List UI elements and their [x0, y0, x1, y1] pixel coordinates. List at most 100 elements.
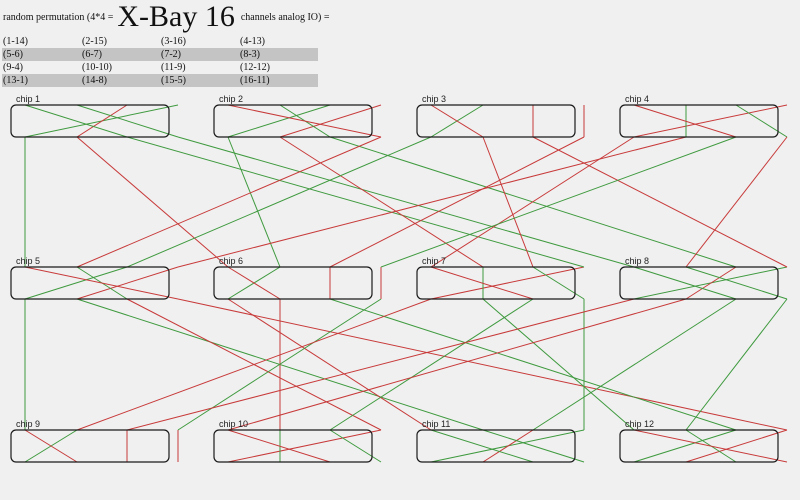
wire — [685, 298, 788, 431]
chip-box — [213, 266, 373, 300]
wire — [126, 298, 635, 431]
chip-label: chip 2 — [219, 94, 243, 104]
table-cell: (11-9) — [161, 62, 186, 73]
wire — [76, 266, 179, 300]
wire — [177, 136, 635, 268]
wire — [76, 104, 128, 138]
wire — [685, 266, 788, 300]
header: random permutation (4*4 =X-Bay 16 channel… — [3, 0, 330, 36]
wire — [227, 298, 432, 431]
table-cell: (4-13) — [240, 36, 265, 47]
table-cell: (1-14) — [3, 36, 28, 47]
wire — [177, 136, 687, 268]
wire — [24, 266, 179, 300]
chip-label: chip 5 — [16, 256, 40, 266]
wire — [482, 429, 585, 463]
chip-box — [416, 104, 576, 138]
wire — [329, 298, 534, 431]
wire — [735, 104, 788, 138]
chip-label: chip 4 — [625, 94, 649, 104]
table-row: (13-1) (14-8) (15-5) (16-11) — [2, 74, 318, 87]
chip-label: chip 6 — [219, 256, 243, 266]
wire — [430, 266, 534, 300]
table-row: (1-14) (2-15) (3-16) (4-13) — [2, 35, 318, 48]
wire — [532, 298, 737, 431]
wire — [329, 429, 382, 463]
chip-box — [619, 104, 779, 138]
wire — [329, 298, 737, 431]
page-title: X-Bay 16 — [117, 0, 235, 33]
table-cell: (2-15) — [82, 36, 107, 47]
wire — [482, 429, 534, 463]
wire — [685, 429, 788, 463]
wire — [227, 429, 331, 463]
table-cell: (13-1) — [2, 74, 81, 87]
chip-box — [213, 104, 373, 138]
permutation-table: (1-14) (2-15) (3-16) (4-13) (5-6) (6-7) … — [2, 35, 318, 87]
wire — [430, 136, 635, 268]
wire — [227, 429, 382, 463]
table-cell: (15-5) — [160, 74, 239, 87]
wire — [76, 136, 229, 268]
chip-label: chip 12 — [625, 419, 654, 429]
wire — [430, 266, 585, 300]
wire — [227, 298, 687, 431]
table-cell: (5-6) — [2, 48, 81, 61]
chip-box — [619, 429, 779, 463]
wire — [633, 266, 737, 300]
chip-box — [416, 429, 576, 463]
wire — [685, 266, 737, 300]
header-suffix: channels analog IO) = — [240, 12, 330, 23]
chip-label: chip 11 — [422, 419, 450, 429]
chip-label: chip 3 — [422, 94, 446, 104]
wire — [76, 104, 179, 138]
table-cell: (9-4) — [3, 62, 23, 73]
chip-box — [10, 104, 170, 138]
wire — [279, 104, 382, 138]
chip-box — [10, 266, 170, 300]
chip-label: chip 9 — [16, 419, 40, 429]
wires — [24, 104, 788, 463]
wire — [126, 136, 432, 268]
table-cell: (3-16) — [161, 36, 186, 47]
wire — [329, 136, 585, 268]
chip-label: chip 1 — [16, 94, 40, 104]
wire — [482, 298, 635, 431]
wire — [633, 429, 737, 463]
chip-label: chip 8 — [625, 256, 649, 266]
wire — [24, 104, 128, 138]
wire — [279, 136, 484, 268]
wire — [380, 136, 737, 268]
table-cell: (7-2) — [160, 48, 239, 61]
chip-label: chip 10 — [219, 419, 248, 429]
table-cell: (14-8) — [81, 74, 160, 87]
table-cell: (8-3) — [239, 48, 318, 61]
table-row: (5-6) (6-7) (7-2) (8-3) — [2, 48, 318, 61]
wire — [430, 429, 534, 463]
table-row: (9-4) (10-10) (11-9) (12-12) — [2, 61, 318, 74]
chip-box — [213, 429, 373, 463]
wire — [685, 136, 788, 268]
wire — [227, 104, 382, 138]
table-cell: (16-11) — [239, 74, 318, 87]
chip-box — [10, 429, 170, 463]
chips: chip 1 chip 2 chip 3 chip 4 chip 5 chip 6 chip… — [10, 94, 779, 463]
wire — [633, 429, 788, 463]
wire — [227, 104, 331, 138]
table-cell: (10-10) — [82, 62, 112, 73]
wire — [633, 104, 737, 138]
wire — [227, 136, 281, 268]
wire — [24, 266, 128, 300]
wire — [482, 136, 534, 268]
wire — [633, 104, 788, 138]
wire — [532, 266, 585, 300]
header-prefix: random permutation (4*4 = — [3, 12, 114, 23]
wire — [532, 136, 788, 268]
wire — [227, 266, 281, 300]
wire — [24, 429, 78, 463]
wire — [126, 136, 585, 268]
wire — [76, 136, 382, 268]
wire — [177, 298, 788, 431]
chip-label: chip 7 — [422, 256, 446, 266]
